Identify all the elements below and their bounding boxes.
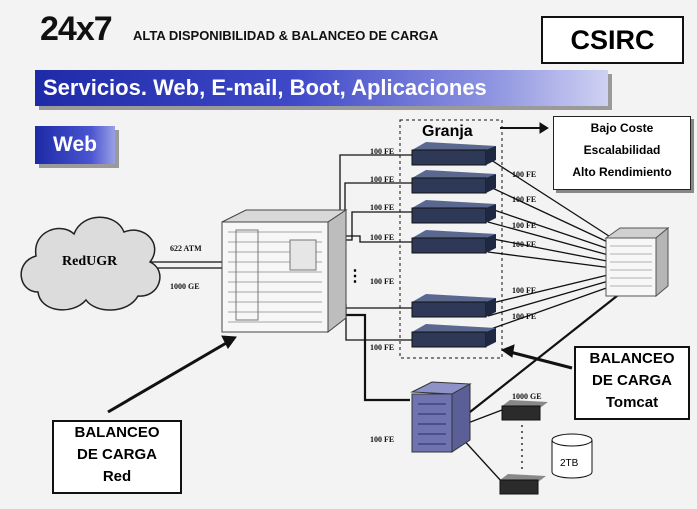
server-unit [411, 230, 496, 254]
lb-red-line-1: BALANCEO [74, 424, 160, 441]
more-servers-dots: ⋮ [347, 268, 363, 285]
storage-disk [499, 474, 546, 495]
fe-label-left-4: 100 FE [370, 233, 395, 242]
server-unit [411, 324, 496, 348]
fe-label-left-1: 100 FE [370, 147, 395, 156]
server-unit [411, 294, 496, 318]
core-switch [221, 209, 348, 334]
lb-tomcat-line-2: DE CARGA [591, 372, 672, 389]
atm-label: 622 ATM [170, 244, 202, 253]
page-title-big: 24x7 [40, 10, 113, 48]
fe-r9 [487, 285, 613, 331]
farm-features: Bajo Coste Escalabilidad Alto Rendimient… [553, 116, 691, 190]
fe-label-right-5: 100 FE [512, 286, 537, 295]
lb-tomcat-line-3: Tomcat [605, 394, 659, 411]
fe-label-tomcat: 100 FE [370, 435, 395, 444]
ge-label-tomcat: 1000 GE [512, 392, 542, 401]
farm-container [399, 119, 503, 359]
tomcat-server [410, 381, 472, 453]
fe-r3 [487, 207, 613, 251]
feature-escalabilidad: Escalabilidad [583, 143, 661, 157]
csirc-badge: CSIRC [541, 16, 684, 64]
feature-alto-rendimiento: Alto Rendimiento [572, 165, 672, 179]
fe-label-right-3: 100 FE [512, 221, 537, 230]
farm-title: Granja [422, 123, 473, 140]
core-to-tomcat [332, 313, 410, 402]
lb-tomcat-box: BALANCEO DE CARGA Tomcat [574, 346, 690, 420]
fe-label-right-4: 100 FE [512, 240, 537, 249]
redugr-cloud [20, 216, 161, 311]
fe-label-left-5: 100 FE [370, 277, 395, 286]
arrow-features-head [539, 122, 549, 134]
fe-r5 [487, 237, 613, 263]
storage-label: 2TB [560, 458, 579, 469]
lb-red-line-3: Red [102, 468, 132, 485]
arrow-lb-tomcat [509, 350, 573, 370]
server-unit [411, 200, 496, 224]
cloud-label: RedUGR [62, 254, 118, 269]
switch-to-tomcat [469, 291, 623, 413]
fe-label-right-2: 100 FE [512, 195, 537, 204]
arrow-lb-red [107, 340, 229, 414]
fe-label-left-2: 100 FE [370, 175, 395, 184]
ge-label: 1000 GE [170, 282, 200, 291]
arrow-lb-tomcat-head [500, 344, 515, 358]
fe-r8 [487, 279, 613, 317]
page-subtitle: ALTA DISPONIBILIDAD & BALANCEO DE CARGA [133, 28, 439, 43]
arrows [107, 122, 573, 414]
fe-label-right-6: 100 FE [512, 312, 537, 321]
lb-red-box: BALANCEO DE CARGA Red [52, 420, 182, 494]
storage-cylinder [551, 433, 593, 479]
feature-bajo-coste: Bajo Coste [590, 121, 654, 135]
fe-r4 [487, 221, 613, 257]
storage-disk [501, 400, 548, 421]
lb-tomcat-line-1: BALANCEO [589, 350, 675, 367]
section-web: Web [35, 126, 115, 164]
fe-r7 [487, 273, 613, 305]
services-banner: Servicios. Web, E-mail, Boot, Aplicacion… [35, 70, 608, 106]
fe-r2 [487, 185, 613, 245]
fe-label-left-3: 100 FE [370, 203, 395, 212]
fe-r1 [487, 157, 613, 239]
server-unit [411, 142, 496, 166]
right-switch [604, 226, 670, 298]
fe-r6 [487, 251, 613, 269]
tomcat-to-disk-2 [459, 435, 503, 483]
fe-label-right-1: 100 FE [512, 170, 537, 179]
farm-servers [411, 142, 496, 348]
arrow-lb-red-head [221, 335, 237, 349]
lb-red-line-2: DE CARGA [76, 446, 157, 463]
fe-label-left-6: 100 FE [370, 343, 395, 352]
server-unit [411, 170, 496, 194]
